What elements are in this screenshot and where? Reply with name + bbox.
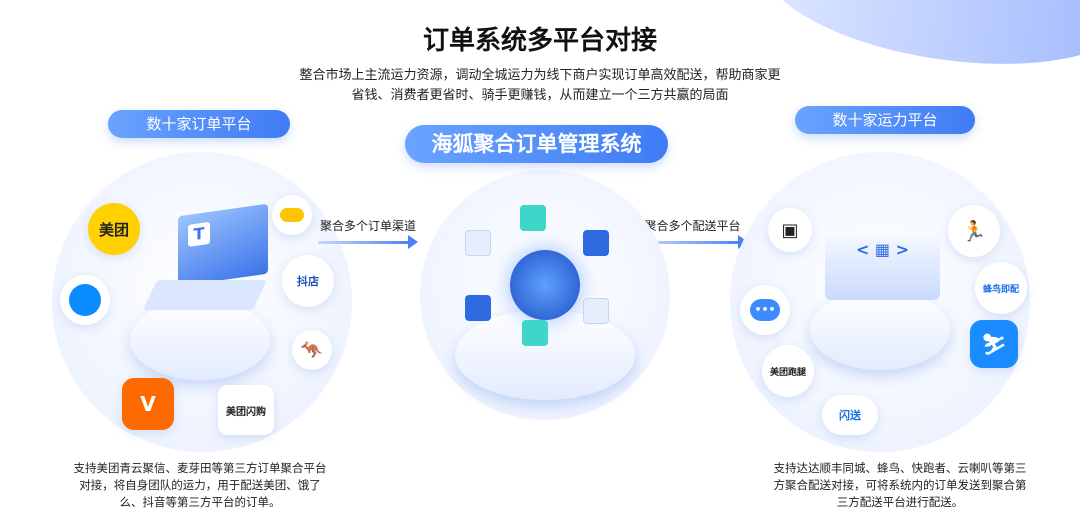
laptop-logo: T — [188, 221, 210, 247]
chat-logo: ••• — [740, 285, 790, 335]
cube-icon — [583, 298, 609, 324]
hive-fox-logo — [510, 250, 580, 320]
desc-line: 三方配送平台进行配送。 — [836, 495, 964, 509]
sf-delivery-logo: ⛷ — [970, 320, 1018, 368]
kangaroo-logo: 🦘 — [292, 330, 332, 370]
dada-logo: ▣ — [768, 208, 812, 252]
left-arrow-label: 聚合多个订单渠道 — [319, 219, 416, 233]
eleme-logo — [60, 275, 110, 325]
cube-icon — [583, 230, 609, 256]
cube-icon — [522, 320, 548, 346]
kuaipaozhe-logo: 🏃 — [948, 205, 1000, 257]
subtitle-line: 整合市场上主流运力资源，调动全城运力为线下商户实现订单高效配送，帮助商家更 — [299, 68, 781, 83]
douyin-store-logo: 抖店 — [282, 255, 334, 307]
page-subtitle: 整合市场上主流运力资源，调动全城运力为线下商户实现订单高效配送，帮助商家更 省钱… — [270, 66, 810, 106]
desc-line: 对接，将自身团队的运力，用于配送美团、饿了 — [79, 478, 321, 492]
subtitle-line: 省钱、消费者更省时、骑手更赚钱，从而建立一个三方共赢的局面 — [351, 88, 729, 103]
right-description: 支持达达顺丰同城、蜂鸟、快跑者、云喇叭等第三 方聚合配送对接，可将系统内的订单发… — [740, 460, 1060, 511]
delivery-platforms-pill: 数十家运力平台 — [795, 106, 975, 134]
desc-line: 方聚合配送对接，可将系统内的订单发送到聚合第 — [773, 478, 1027, 492]
desc-line: 支持美团青云聚信、麦芽田等第三方订单聚合平台 — [73, 461, 327, 475]
laptop-icon: T — [178, 203, 268, 287]
page-title: 订单系统多平台对接 — [422, 26, 657, 56]
meituan-logo: 美团 — [88, 203, 140, 255]
system-pill: 海狐聚合订单管理系统 — [405, 125, 668, 163]
meituan-errand-logo: 美团跑腿 — [762, 345, 814, 397]
cube-icon — [465, 230, 491, 256]
cube-icon — [520, 205, 546, 231]
code-brackets-icon: < ▦ > — [855, 240, 910, 259]
platform-base — [810, 290, 950, 370]
server-icon: < ▦ > — [825, 235, 940, 300]
fengniao-logo: 蜂鸟即配 — [975, 262, 1027, 314]
arrow-right-icon — [318, 235, 418, 249]
cube-icon — [465, 295, 491, 321]
left-description: 支持美团青云聚信、麦芽田等第三方订单聚合平台 对接，将自身团队的运力，用于配送美… — [40, 460, 360, 511]
cloud-logo — [272, 195, 312, 235]
orange-app-logo: V — [122, 378, 174, 430]
laptop-keyboard — [143, 280, 267, 310]
order-platforms-pill: 数十家订单平台 — [108, 110, 290, 138]
meituan-flash-logo: 美团闪购 — [218, 385, 274, 435]
platform-base — [130, 300, 270, 380]
desc-line: 么、抖音等第三方平台的订单。 — [119, 495, 281, 509]
shansong-logo: 闪送 — [822, 395, 878, 435]
desc-line: 支持达达顺丰同城、蜂鸟、快跑者、云喇叭等第三 — [773, 461, 1027, 475]
right-arrow-label: 聚合多个配送平台 — [644, 219, 741, 233]
